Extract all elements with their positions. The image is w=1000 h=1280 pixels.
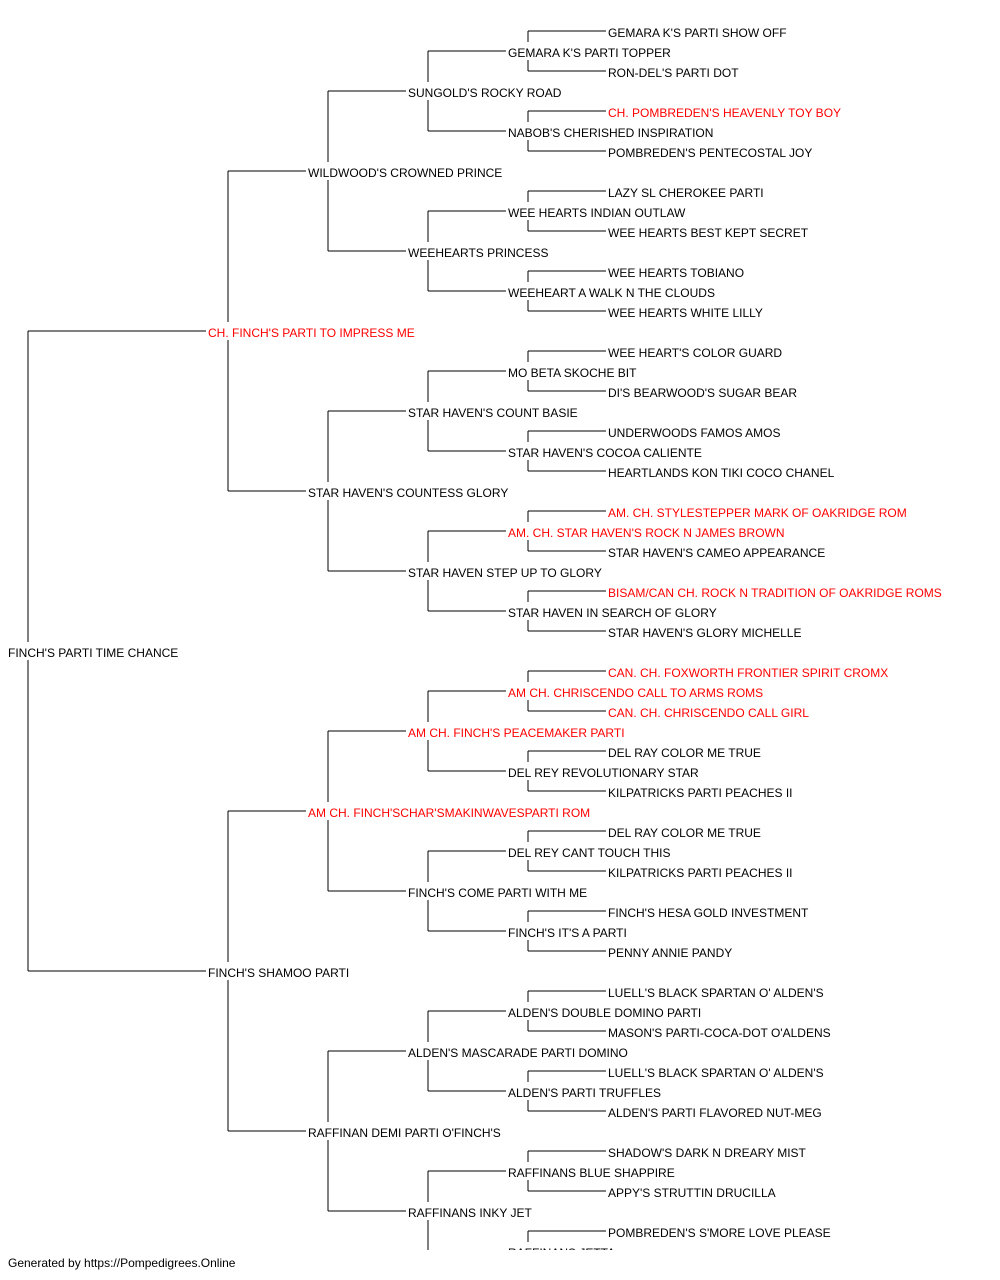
dog-name-gen4: GEMARA K'S PARTI TOPPER bbox=[508, 46, 671, 60]
dog-name-gen4: NABOB'S CHERISHED INSPIRATION bbox=[508, 126, 713, 140]
dog-name-gen5: CAN. CH. FOXWORTH FRONTIER SPIRIT CROMX bbox=[608, 666, 888, 680]
dog-name-gen4: MO BETA SKOCHE BIT bbox=[508, 366, 637, 380]
dog-name-gen4: ALDEN'S PARTI TRUFFLES bbox=[508, 1086, 661, 1100]
dog-name-gen4: WEE HEARTS INDIAN OUTLAW bbox=[508, 206, 686, 220]
dog-name-gen5: STAR HAVEN'S GLORY MICHELLE bbox=[608, 626, 801, 640]
dog-name-gen5: POMBREDEN'S PENTECOSTAL JOY bbox=[608, 146, 812, 160]
dog-name-gen2: RAFFINAN DEMI PARTI O'FINCH'S bbox=[308, 1126, 501, 1140]
dog-name-gen3: STAR HAVEN STEP UP TO GLORY bbox=[408, 566, 602, 580]
dog-name-gen4: RAFFINANS JETTA bbox=[508, 1246, 615, 1250]
dog-name-gen2: AM CH. FINCH'SCHAR'SMAKINWAVESPARTI ROM bbox=[308, 806, 590, 820]
dog-name-gen5: PENNY ANNIE PANDY bbox=[608, 946, 732, 960]
dog-name-gen5: STAR HAVEN'S CAMEO APPEARANCE bbox=[608, 546, 825, 560]
dog-name-gen5: DEL RAY COLOR ME TRUE bbox=[608, 826, 761, 840]
pedigree-tree: FINCH'S PARTI TIME CHANCE CH. FINCH'S PAR… bbox=[8, 26, 942, 1250]
dog-name-gen5: AM. CH. STYLESTEPPER MARK OF OAKRIDGE RO… bbox=[608, 506, 907, 520]
dog-names: FINCH'S PARTI TIME CHANCE CH. FINCH'S PAR… bbox=[8, 26, 942, 1250]
dog-name-gen5: CAN. CH. CHRISCENDO CALL GIRL bbox=[608, 706, 809, 720]
dog-name-gen5: KILPATRICKS PARTI PEACHES II bbox=[608, 866, 793, 880]
dog-name-gen4: DEL REY CANT TOUCH THIS bbox=[508, 846, 671, 860]
dog-name-gen4: STAR HAVEN IN SEARCH OF GLORY bbox=[508, 606, 717, 620]
dog-name-gen3: WEEHEARTS PRINCESS bbox=[408, 246, 548, 260]
dog-name-gen5: ALDEN'S PARTI FLAVORED NUT-MEG bbox=[608, 1106, 822, 1120]
dog-name-gen5: WEE HEARTS WHITE LILLY bbox=[608, 306, 763, 320]
dog-name-gen4: WEEHEART A WALK N THE CLOUDS bbox=[508, 286, 715, 300]
dog-name-gen5: LUELL'S BLACK SPARTAN O' ALDEN'S bbox=[608, 986, 824, 1000]
dog-name-gen3: STAR HAVEN'S COUNT BASIE bbox=[408, 406, 578, 420]
dog-name-gen3: FINCH'S COME PARTI WITH ME bbox=[408, 886, 587, 900]
dog-name-gen5: WEE HEART'S COLOR GUARD bbox=[608, 346, 782, 360]
generated-by-footer: Generated by https://Pompedigrees.Online bbox=[8, 1256, 236, 1270]
dog-name-gen5: UNDERWOODS FAMOS AMOS bbox=[608, 426, 780, 440]
dog-name-gen5: DEL RAY COLOR ME TRUE bbox=[608, 746, 761, 760]
dog-name-gen4: ALDEN'S DOUBLE DOMINO PARTI bbox=[508, 1006, 701, 1020]
dog-name-gen3: RAFFINANS INKY JET bbox=[408, 1206, 532, 1220]
dog-name-gen1: CH. FINCH'S PARTI TO IMPRESS ME bbox=[208, 326, 415, 340]
dog-name-gen5: BISAM/CAN CH. ROCK N TRADITION OF OAKRID… bbox=[608, 586, 942, 600]
dog-name-gen4: RAFFINANS BLUE SHAPPIRE bbox=[508, 1166, 675, 1180]
dog-name-gen4: STAR HAVEN'S COCOA CALIENTE bbox=[508, 446, 702, 460]
dog-name-gen5: CH. POMBREDEN'S HEAVENLY TOY BOY bbox=[608, 106, 841, 120]
dog-name-gen5: WEE HEARTS TOBIANO bbox=[608, 266, 744, 280]
dog-name-gen1: FINCH'S SHAMOO PARTI bbox=[208, 966, 349, 980]
dog-name-gen5: LAZY SL CHEROKEE PARTI bbox=[608, 186, 764, 200]
dog-name-gen5: SHADOW'S DARK N DREARY MIST bbox=[608, 1146, 807, 1160]
dog-name-gen4: FINCH'S IT'S A PARTI bbox=[508, 926, 627, 940]
dog-name-gen4: AM. CH. STAR HAVEN'S ROCK N JAMES BROWN bbox=[508, 526, 785, 540]
dog-name-gen4: AM CH. CHRISCENDO CALL TO ARMS ROMS bbox=[508, 686, 763, 700]
dog-name-gen3: ALDEN'S MASCARADE PARTI DOMINO bbox=[408, 1046, 628, 1060]
dog-name-gen5: DI'S BEARWOOD'S SUGAR BEAR bbox=[608, 386, 797, 400]
connector-lines bbox=[27, 30, 606, 1250]
dog-name-gen2: STAR HAVEN'S COUNTESS GLORY bbox=[308, 486, 508, 500]
dog-name-gen2: WILDWOOD'S CROWNED PRINCE bbox=[308, 166, 502, 180]
dog-name-gen3: SUNGOLD'S ROCKY ROAD bbox=[408, 86, 562, 100]
dog-name-gen5: MASON'S PARTI-COCA-DOT O'ALDENS bbox=[608, 1026, 831, 1040]
dog-name-gen5: FINCH'S HESA GOLD INVESTMENT bbox=[608, 906, 809, 920]
dog-name-gen5: APPY'S STRUTTIN DRUCILLA bbox=[608, 1186, 776, 1200]
dog-name-gen5: WEE HEARTS BEST KEPT SECRET bbox=[608, 226, 809, 240]
dog-name-gen5: GEMARA K'S PARTI SHOW OFF bbox=[608, 26, 787, 40]
dog-name-gen3: AM CH. FINCH'S PEACEMAKER PARTI bbox=[408, 726, 625, 740]
dog-name-gen4: DEL REY REVOLUTIONARY STAR bbox=[508, 766, 699, 780]
dog-name-gen5: RON-DEL'S PARTI DOT bbox=[608, 66, 739, 80]
dog-name-gen0: FINCH'S PARTI TIME CHANCE bbox=[8, 646, 178, 660]
dog-name-gen5: LUELL'S BLACK SPARTAN O' ALDEN'S bbox=[608, 1066, 824, 1080]
dog-name-gen5: POMBREDEN'S S'MORE LOVE PLEASE bbox=[608, 1226, 831, 1240]
dog-name-gen5: KILPATRICKS PARTI PEACHES II bbox=[608, 786, 793, 800]
dog-name-gen5: HEARTLANDS KON TIKI COCO CHANEL bbox=[608, 466, 835, 480]
